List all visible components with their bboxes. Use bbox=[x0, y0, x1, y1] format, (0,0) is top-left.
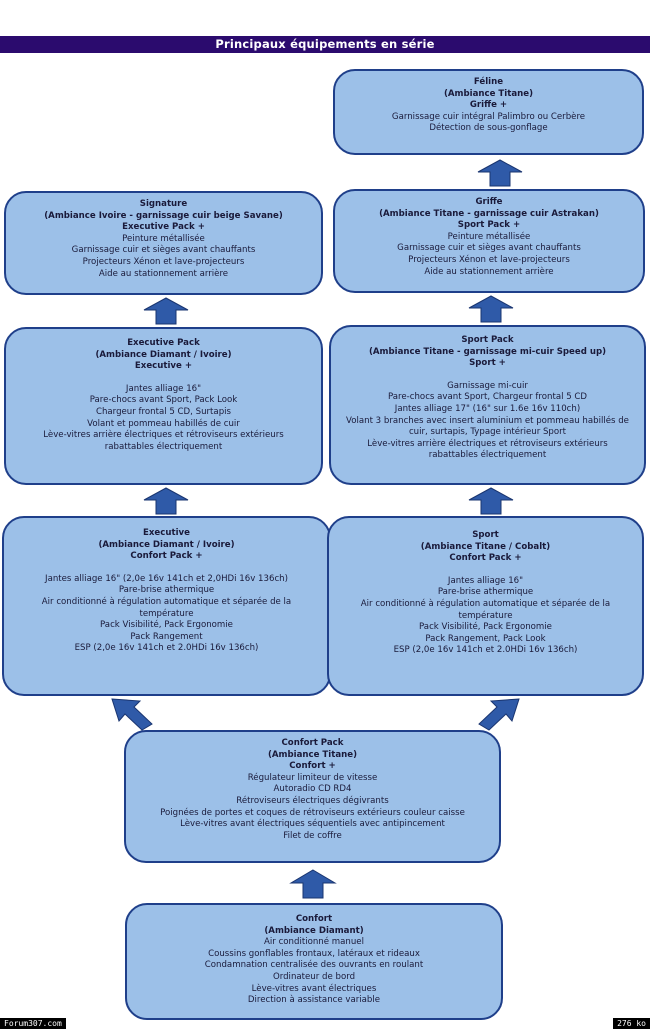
equipment-item: Peinture métallisée bbox=[122, 233, 205, 244]
arrow-up-icon bbox=[143, 487, 189, 515]
equipment-item: Direction à assistance variable bbox=[247, 995, 381, 1006]
equipment-item: Détection de sous-gonflage bbox=[429, 123, 548, 134]
box-title-line: Executive Pack + bbox=[122, 222, 205, 233]
equipment-item: Air conditionné manuel bbox=[264, 937, 364, 948]
equipment-item: Garnissage cuir intégral Palimbro ou Cer… bbox=[391, 111, 586, 122]
equipment-item: Aide au stationnement arrière bbox=[424, 266, 554, 277]
equipment-item: Poignées de portes et coques de rétrovis… bbox=[160, 807, 465, 818]
equipment-item: cuir, surtapis, Typage intérieur Sport bbox=[408, 427, 567, 438]
box-title-line: Confort + bbox=[289, 761, 336, 772]
equipment-item: Rétroviseurs électriques dégivrants bbox=[236, 795, 389, 806]
equipment-item: température bbox=[458, 610, 513, 621]
equipment-item: Pack Rangement, Pack Look bbox=[425, 633, 546, 644]
box-title-line: (Ambiance Diamant / Ivoire) bbox=[95, 349, 232, 360]
equipment-item: Jantes alliage 16" bbox=[447, 575, 524, 586]
box-title-line: (Ambiance Diamant) bbox=[264, 925, 364, 936]
arrow-up-icon bbox=[143, 297, 189, 325]
box-feline: Féline(Ambiance Titane)Griffe +Garnissag… bbox=[333, 69, 644, 155]
equipment-item: Ordinateur de bord bbox=[272, 971, 356, 982]
equipment-item: Volant 3 branches avec insert aluminium … bbox=[346, 415, 629, 426]
equipment-item: Lève-vitres arrière électriques et rétro… bbox=[43, 430, 284, 441]
box-griffe: Griffe(Ambiance Titane - garnissage cuir… bbox=[333, 189, 645, 293]
box-confort: Confort(Ambiance Diamant)Air conditionné… bbox=[125, 903, 503, 1020]
equipment-item: Aide au stationnement arrière bbox=[98, 268, 229, 279]
equipment-item: ESP (2,0e 16v 141ch et 2.0HDi 16v 136ch) bbox=[74, 643, 259, 654]
equipment-item: Peinture métallisée bbox=[447, 231, 531, 242]
box-title-line: Confort Pack + bbox=[130, 551, 203, 562]
box-executive-pack: Executive Pack(Ambiance Diamant / Ivoire… bbox=[4, 327, 323, 485]
footer-size: 276 ko bbox=[613, 1018, 650, 1029]
equipment-item: ESP (2,0e 16v 141ch et 2.0HDi 16v 136ch) bbox=[393, 645, 578, 656]
equipment-item: Jantes alliage 17" (16" sur 1.6e 16v 110… bbox=[394, 403, 581, 414]
arrow-up-icon bbox=[468, 295, 514, 323]
equipment-item: Projecteurs Xénon et lave-projecteurs bbox=[82, 256, 245, 267]
equipment-item: Jantes alliage 16" bbox=[125, 383, 202, 394]
box-title-line: Executive Pack bbox=[127, 338, 200, 348]
box-title-line: Signature bbox=[139, 199, 188, 209]
box-title-line: Confort bbox=[295, 914, 333, 924]
box-title-line: Executive + bbox=[134, 361, 193, 372]
equipment-item: rabattables électriquement bbox=[428, 450, 547, 461]
box-title-line: Executive bbox=[143, 528, 190, 538]
footer-source: Forum307.com bbox=[0, 1018, 66, 1029]
box-title-line: (Ambiance Titane) bbox=[267, 749, 358, 760]
equipment-item: Pack Rangement bbox=[130, 631, 203, 642]
equipment-item: Lève-vitres avant électriques séquentiel… bbox=[180, 819, 445, 830]
box-confort-pack: Confort Pack(Ambiance Titane)Confort +Ré… bbox=[124, 730, 501, 863]
equipment-item: rabattables électriquement bbox=[104, 441, 223, 452]
box-title-line: Sport + bbox=[469, 358, 506, 369]
box-sport-pack: Sport Pack(Ambiance Titane - garnissage … bbox=[329, 325, 646, 485]
equipment-item: Autoradio CD RD4 bbox=[273, 784, 352, 795]
arrow-up-icon bbox=[468, 487, 514, 515]
equipment-item: Pare-brise athermique bbox=[437, 587, 534, 598]
box-title-line: Sport bbox=[472, 530, 499, 540]
box-title-line: Sport Pack bbox=[461, 335, 514, 345]
equipment-item: Pack Visibilité, Pack Ergonomie bbox=[100, 620, 233, 631]
equipment-item: Pack Visibilité, Pack Ergonomie bbox=[419, 622, 552, 633]
box-title-line: Griffe + bbox=[469, 100, 508, 111]
equipment-item: température bbox=[139, 608, 194, 619]
equipment-item: Pare-chocs avant Sport, Chargeur frontal… bbox=[387, 392, 588, 403]
box-title-line: (Ambiance Titane) bbox=[443, 88, 534, 99]
box-title-line: Féline bbox=[473, 77, 504, 87]
box-title-line: (Ambiance Titane - garnissage cuir Astra… bbox=[379, 208, 599, 219]
equipment-item: Air conditionné à régulation automatique… bbox=[41, 596, 292, 607]
page-title: Principaux équipements en série bbox=[0, 36, 650, 53]
equipment-item: Volant et pommeau habillés de cuir bbox=[87, 418, 240, 429]
box-title-line: (Ambiance Ivoire - garnissage cuir beige… bbox=[44, 210, 283, 221]
equipment-item: Jantes alliage 16" (2,0e 16v 141ch et 2,… bbox=[45, 573, 288, 584]
arrow-up-right-icon bbox=[478, 698, 520, 731]
equipment-item: Lève-vitres avant électriques bbox=[251, 983, 377, 994]
box-title-line: Confort Pack bbox=[281, 738, 344, 748]
box-signature: Signature(Ambiance Ivoire - garnissage c… bbox=[4, 191, 323, 295]
equipment-item: Lève-vitres arrière électriques et rétro… bbox=[367, 438, 608, 449]
box-title-line: Sport Pack + bbox=[457, 220, 521, 231]
equipment-item: Garnissage cuir et sièges avant chauffan… bbox=[71, 245, 256, 256]
equipment-item: Filet de coffre bbox=[283, 830, 342, 841]
arrow-up-left-icon bbox=[111, 698, 153, 731]
equipment-item: Coussins gonflables frontaux, latéraux e… bbox=[208, 948, 420, 959]
equipment-item: Pare-brise athermique bbox=[118, 585, 215, 596]
equipment-item: Pare-chocs avant Sport, Pack Look bbox=[89, 395, 238, 406]
equipment-item: Régulateur limiteur de vitesse bbox=[247, 772, 378, 783]
arrow-up-icon bbox=[477, 159, 523, 187]
equipment-item: Chargeur frontal 5 CD, Surtapis bbox=[95, 406, 232, 417]
box-title-line: (Ambiance Titane / Cobalt) bbox=[420, 541, 551, 552]
equipment-item: Air conditionné à régulation automatique… bbox=[360, 598, 611, 609]
equipment-item: Projecteurs Xénon et lave-projecteurs bbox=[408, 254, 570, 265]
equipment-item: Garnissage mi-cuir bbox=[447, 380, 528, 391]
equipment-item: Condamnation centralisée des ouvrants en… bbox=[204, 960, 424, 971]
box-title-line: (Ambiance Titane - garnissage mi-cuir Sp… bbox=[368, 346, 607, 357]
box-title-line: (Ambiance Diamant / Ivoire) bbox=[98, 539, 235, 550]
box-sport: Sport(Ambiance Titane / Cobalt)Confort P… bbox=[327, 516, 644, 696]
equipment-item: Garnissage cuir et sièges avant chauffan… bbox=[397, 243, 581, 254]
arrow-up-icon bbox=[289, 869, 337, 899]
box-executive: Executive(Ambiance Diamant / Ivoire)Conf… bbox=[2, 516, 331, 696]
box-title-line: Griffe bbox=[475, 197, 503, 207]
box-title-line: Confort Pack + bbox=[449, 553, 522, 564]
